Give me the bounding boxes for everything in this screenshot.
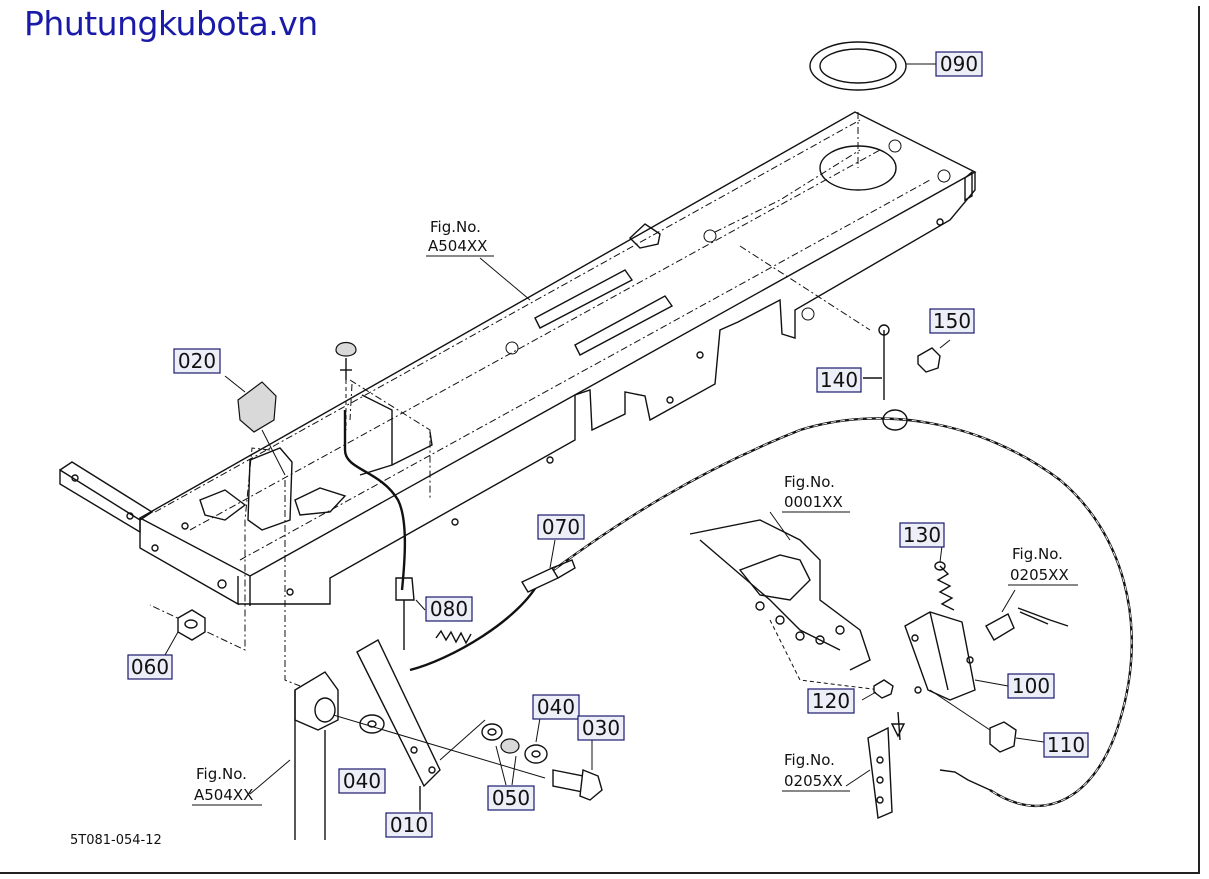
svg-text:0001XX: 0001XX <box>784 493 843 511</box>
svg-text:040: 040 <box>537 695 575 719</box>
svg-text:130: 130 <box>903 523 941 547</box>
bolt-washer-stack-drawing <box>329 713 603 801</box>
svg-text:020: 020 <box>178 349 216 373</box>
part-label-040-right[interactable]: 040 <box>532 694 580 720</box>
svg-text:120: 120 <box>812 689 850 713</box>
site-watermark: Phutungkubota.vn <box>24 4 318 43</box>
svg-text:060: 060 <box>131 655 169 679</box>
pedal-arm-drawing <box>356 639 441 810</box>
svg-text:010: 010 <box>390 813 428 837</box>
frame-border-bottom <box>0 872 1200 874</box>
svg-text:150: 150 <box>933 309 971 333</box>
svg-text:0205XX: 0205XX <box>1010 566 1069 584</box>
part-label-070[interactable]: 070 <box>537 514 585 540</box>
part-label-020[interactable]: 020 <box>173 348 221 374</box>
part-label-150[interactable]: 150 <box>929 308 975 334</box>
fig-ref-a504xx-top[interactable]: Fig.No. A504XX <box>426 218 494 257</box>
part-label-140[interactable]: 140 <box>816 367 862 393</box>
part-label-030[interactable]: 030 <box>577 715 625 741</box>
svg-text:140: 140 <box>820 368 858 392</box>
svg-text:050: 050 <box>492 786 530 810</box>
part-label-050[interactable]: 050 <box>487 785 535 811</box>
svg-text:100: 100 <box>1012 674 1050 698</box>
diagram-code: 5T081-054-12 <box>70 833 162 848</box>
svg-text:A504XX: A504XX <box>194 786 253 804</box>
svg-text:Fig.No.: Fig.No. <box>196 765 247 783</box>
svg-text:A504XX: A504XX <box>428 237 487 255</box>
svg-text:030: 030 <box>582 716 620 740</box>
part-label-100[interactable]: 100 <box>1007 673 1055 699</box>
leader-lines <box>249 257 1045 812</box>
throttle-cable-drawing <box>343 324 1133 808</box>
svg-text:080: 080 <box>430 597 468 621</box>
part-label-110[interactable]: 110 <box>1043 732 1089 758</box>
svg-text:090: 090 <box>940 52 978 76</box>
fig-ref-0205xx-right[interactable]: Fig.No. 0205XX <box>1008 545 1078 586</box>
svg-text:Fig.No.: Fig.No. <box>430 218 481 236</box>
svg-text:040: 040 <box>343 769 381 793</box>
svg-text:070: 070 <box>542 515 580 539</box>
part-label-060[interactable]: 060 <box>127 654 173 680</box>
pivot-bracket-drawing <box>294 671 339 840</box>
cap-bolt-drawing <box>917 339 951 373</box>
part-label-130[interactable]: 130 <box>899 522 945 548</box>
knob-drawing <box>224 375 286 476</box>
part-label-040-left[interactable]: 040 <box>338 768 386 794</box>
svg-text:Fig.No.: Fig.No. <box>1012 545 1063 563</box>
fig-ref-a504xx-bottom[interactable]: Fig.No. A504XX <box>192 765 262 806</box>
top-knob-rod-drawing <box>335 341 357 430</box>
right-bracket-assembly-drawing <box>689 519 1069 820</box>
part-label-120[interactable]: 120 <box>807 688 855 714</box>
part-label-010[interactable]: 010 <box>385 812 433 838</box>
fig-ref-0205xx-bottom[interactable]: Fig.No. 0205XX <box>782 751 850 792</box>
part-label-090[interactable]: 090 <box>935 51 983 77</box>
svg-text:110: 110 <box>1047 733 1085 757</box>
part-label-080[interactable]: 080 <box>425 596 473 622</box>
svg-text:0205XX: 0205XX <box>784 772 843 790</box>
main-frame-drawing <box>59 111 977 606</box>
fig-ref-0001xx[interactable]: Fig.No. 0001XX <box>782 473 850 513</box>
svg-text:Fig.No.: Fig.No. <box>784 473 835 491</box>
hidden-lines <box>149 112 931 687</box>
svg-text:Fig.No.: Fig.No. <box>784 751 835 769</box>
ring-gasket-drawing <box>809 41 936 91</box>
nut-drawing <box>164 609 206 656</box>
frame-border-right <box>1198 6 1200 874</box>
